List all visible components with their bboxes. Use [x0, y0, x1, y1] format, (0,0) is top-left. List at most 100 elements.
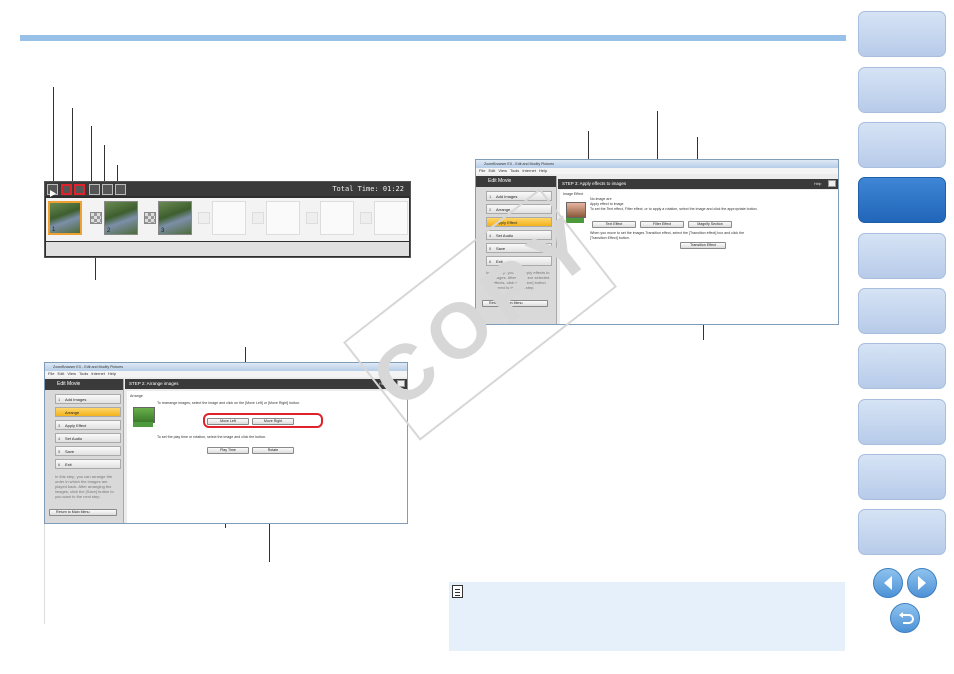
effect-illustration — [566, 202, 586, 218]
nav-tab-2[interactable] — [858, 67, 946, 113]
empty-slot — [266, 201, 300, 235]
mode-header: Edit Movie — [45, 379, 123, 390]
timeline-toolbar: Total Time: 01:22 — [45, 182, 410, 197]
option-no-image[interactable]: No image are — [590, 197, 612, 201]
empty-slot — [374, 201, 408, 235]
memo-icon — [452, 585, 463, 598]
help-button[interactable] — [828, 180, 836, 187]
text-effect-button[interactable]: Text Effect — [592, 221, 636, 228]
empty-slot — [320, 201, 354, 235]
timeline-thumb[interactable]: 2 — [104, 201, 138, 235]
nav-tab-3[interactable] — [858, 122, 946, 168]
prev-page-button[interactable] — [873, 568, 903, 598]
effect-illustration-bar — [566, 218, 584, 223]
timeline-button-2[interactable] — [74, 184, 85, 195]
play-note: To set the play time or rotation, select… — [157, 435, 267, 439]
magnify-section-button[interactable]: Magnify Section — [688, 221, 732, 228]
menu-internet[interactable]: Internet — [522, 168, 536, 173]
highlight-ring — [203, 413, 323, 428]
main-pane: Image Effect No image are Apply effect t… — [560, 190, 838, 324]
step-header: STEP 3: Apply effects to images Help — [558, 179, 838, 189]
arrange-illustration-bar — [133, 422, 153, 427]
nav-tab-7[interactable] — [858, 343, 946, 389]
return-main-menu-button[interactable]: Return to Main Menu — [49, 509, 117, 516]
next-page-button[interactable] — [907, 568, 937, 598]
timeline-button-1[interactable] — [61, 184, 72, 195]
leader-line — [91, 126, 92, 185]
transition-slot — [198, 212, 210, 224]
menu-file[interactable]: File — [48, 371, 55, 376]
menu-edit[interactable]: Edit — [488, 168, 496, 173]
nav-tab-4[interactable] — [858, 177, 946, 223]
transition-icon[interactable] — [144, 212, 156, 224]
leader-line — [104, 145, 105, 185]
play-icon — [50, 190, 56, 197]
help-label: Help — [814, 182, 822, 186]
transition-note: When you move to set the images Transiti… — [590, 231, 745, 240]
timeline-scrollbar[interactable] — [46, 242, 409, 256]
menu-edit[interactable]: Edit — [57, 371, 65, 376]
step-apply-effect[interactable]: Apply Effect — [486, 217, 552, 227]
nav-tab-8[interactable] — [858, 399, 946, 445]
nav-tab-5[interactable] — [858, 233, 946, 279]
transition-slot — [306, 212, 318, 224]
timeline-thumb[interactable]: 3 — [158, 201, 192, 235]
nav-tab-10[interactable] — [858, 509, 946, 555]
return-main-menu-button[interactable]: Return to Main Menu — [482, 300, 548, 307]
help-label: Help — [379, 382, 387, 386]
menu-help[interactable]: Help — [107, 371, 117, 376]
arrow-left-icon — [884, 576, 892, 590]
empty-slot — [212, 201, 246, 235]
transition-icon[interactable] — [90, 212, 102, 224]
timeline-body: 1 2 3 — [46, 198, 409, 241]
nav-tab-1[interactable] — [858, 11, 946, 57]
play-time-button[interactable]: Play Time — [207, 447, 249, 454]
title-bar: ZoomBrowser EX - Edit and Modify Picture… — [476, 160, 838, 168]
menu-tools[interactable]: Tools — [78, 371, 89, 376]
timeline-button-4[interactable] — [102, 184, 113, 195]
section-label: Image Effect — [563, 192, 584, 196]
timeline-strip: Total Time: 01:22 1 2 3 — [44, 181, 411, 258]
menu-file[interactable]: File — [479, 168, 486, 173]
filter-effect-button[interactable]: Filter Effect — [640, 221, 684, 228]
transition-effect-button[interactable]: Transition Effect — [680, 242, 726, 249]
margin-rule — [44, 524, 45, 624]
menu-tools[interactable]: Tools — [509, 168, 520, 173]
arrange-instruction: To rearrange images, select the image an… — [157, 401, 301, 405]
menu-internet[interactable]: Internet — [91, 371, 105, 376]
return-button[interactable] — [890, 603, 920, 633]
window-title: ZoomBrowser EX - Edit and Modify Picture… — [53, 365, 124, 369]
menu-view[interactable]: View — [67, 371, 76, 376]
arrow-right-icon — [918, 576, 926, 590]
rotate-button[interactable]: Rotate — [252, 447, 294, 454]
move-left-button[interactable]: Move Left — [207, 418, 249, 425]
move-right-button[interactable]: Move Right — [252, 418, 294, 425]
step-arrange[interactable]: Arrange — [55, 407, 121, 417]
play-button[interactable] — [47, 184, 58, 197]
option-apply-effect[interactable]: Apply effect to image — [590, 202, 624, 206]
nav-tab-6[interactable] — [858, 288, 946, 334]
leader-line — [53, 87, 54, 185]
timeline-button-5[interactable] — [115, 184, 126, 195]
menu-help[interactable]: Help — [538, 168, 548, 173]
nav-tab-9[interactable] — [858, 454, 946, 500]
effect-instruction: To set the Text effect, Filter effect, o… — [590, 207, 758, 211]
timeline-thumb[interactable]: 1 — [48, 201, 82, 235]
help-button[interactable] — [397, 380, 405, 387]
timeline-button-3[interactable] — [89, 184, 100, 195]
step-title: STEP 2: Arrange images — [129, 381, 179, 386]
menu-view[interactable]: View — [498, 168, 507, 173]
